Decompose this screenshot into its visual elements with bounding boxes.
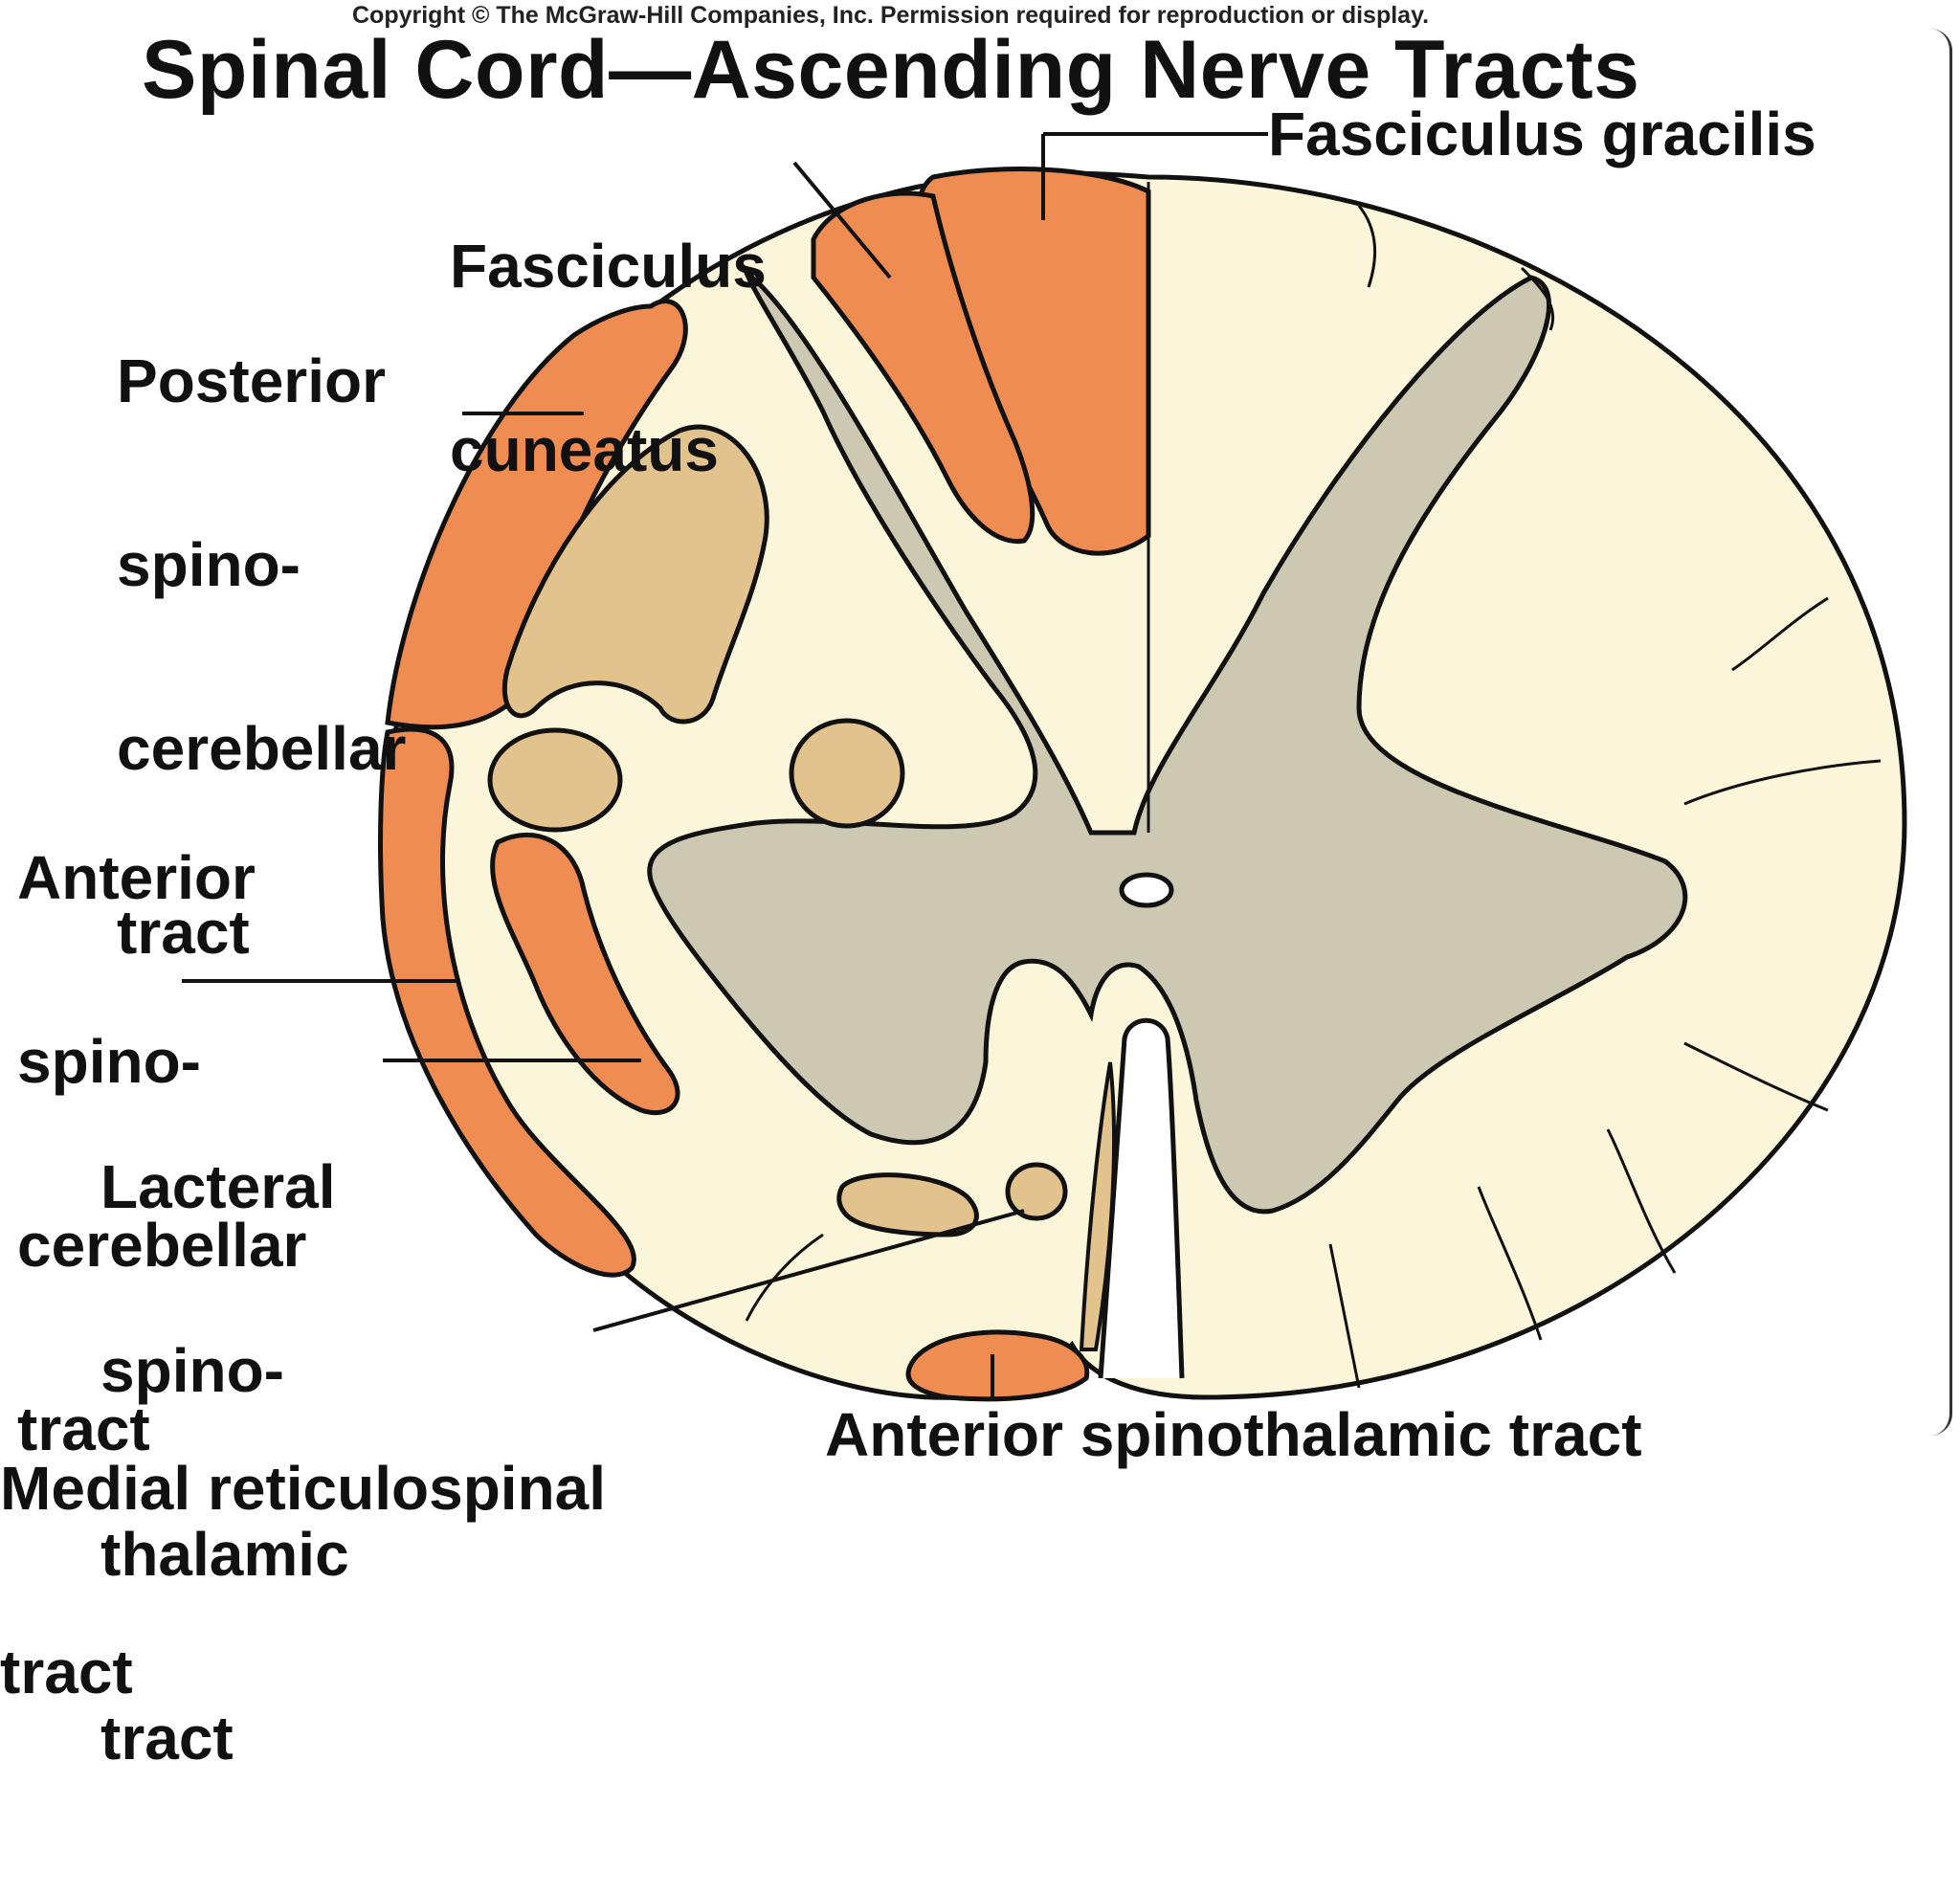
label-line: tract (17, 1394, 150, 1463)
column-dividers (745, 205, 1882, 1389)
label-line: tract (117, 898, 250, 967)
central-canal (1119, 872, 1174, 908)
label-line: Lacteral (100, 1152, 336, 1221)
label-line: Fasciculus (450, 232, 767, 301)
leader-lines (182, 132, 1268, 1397)
label-line: tract (0, 1638, 133, 1706)
spinal-cord-cross-section (182, 132, 1907, 1402)
diagram-title: Spinal Cord—Ascending Nerve Tracts (142, 24, 1640, 116)
slide-border (1930, 29, 1952, 1436)
anterior-spinocerebellar-region (378, 726, 636, 1278)
rubrospinal-region (487, 727, 623, 833)
label-anterior-spinothalamic: Anterior spinothalamic tract (825, 1400, 1642, 1469)
lateral-spinothalamic-region (490, 832, 680, 1116)
posterior-spinocerebellar-region (385, 299, 688, 730)
small-tract-region (789, 718, 905, 829)
label-medial-reticulospinal: Medial reticulospinal tract (0, 1335, 606, 1825)
lateral-corticospinal-region (501, 424, 769, 725)
fasciculus-cuneatus-region (811, 190, 1036, 545)
label-line: Posterior (117, 346, 386, 415)
label-line: spino- (117, 530, 301, 599)
anterior-corticospinal-region (1079, 1061, 1117, 1351)
medial-reticulospinal-region (1005, 1162, 1068, 1221)
label-line: spino- (17, 1027, 201, 1096)
label-posterior-spinocerebellar: Posterior spino- cerebellar tract (117, 228, 406, 1085)
label-line: cerebellar (117, 714, 407, 783)
diagram-canvas: Copyright © The McGraw-Hill Companies, I… (0, 2, 1952, 1769)
label-fasciculus-gracilis: Fasciculus gracilis (1268, 100, 1816, 168)
anterior-tan-tract (836, 1172, 979, 1237)
label-fasciculus-cuneatus: Fasciculus cuneatus (450, 113, 767, 603)
label-line: cerebellar (17, 1211, 307, 1280)
anterior-spinothalamic-region (905, 1329, 1090, 1402)
copyright-notice: Copyright © The McGraw-Hill Companies, I… (352, 2, 1430, 29)
label-line: cuneatus (450, 415, 719, 484)
label-line: Medial reticulospinal (0, 1454, 607, 1523)
label-anterior-spinocerebellar: Anterior spino- cerebellar tract (17, 725, 306, 1582)
label-line: Anterior (17, 843, 256, 912)
gray-matter (647, 265, 1688, 1215)
label-line: spino- (100, 1336, 284, 1405)
